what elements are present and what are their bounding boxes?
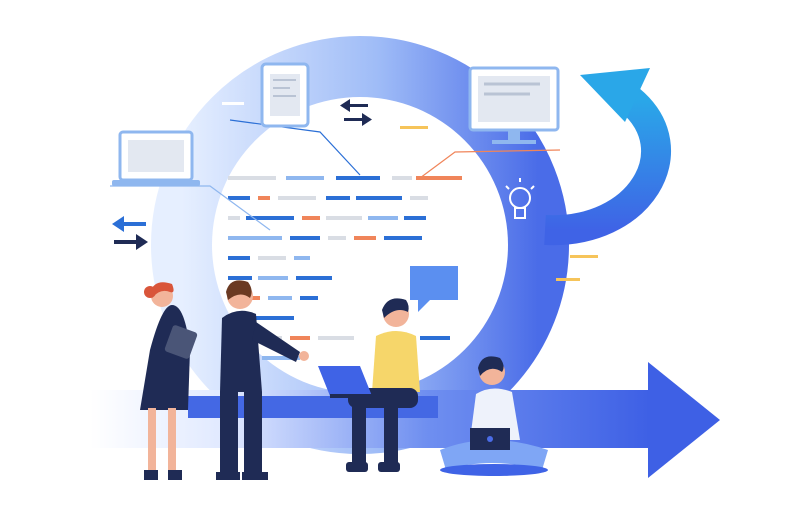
cycle-arrow-icon [544,68,672,246]
code-line-segment [258,276,288,280]
code-line-segment [328,236,346,240]
man-with-laptop-sitting [318,298,420,472]
code-line-segment [286,176,324,180]
swap-arrows-icon-left [112,216,148,250]
man-sitting-cross-legged [440,356,548,476]
code-line-segment [294,256,310,260]
code-line-segment [258,256,286,260]
code-line-segment [228,236,282,240]
code-line-segment [354,236,376,240]
code-line-segment [416,176,462,180]
code-line-segment [410,196,428,200]
code-line-segment [228,196,250,200]
laptop-icon [112,130,200,186]
man-pointing [216,280,309,480]
code-line-segment [290,236,320,240]
lightbulb-icon [505,178,535,219]
code-line-segment [228,176,276,180]
code-line-segment [356,196,402,200]
code-line-segment [268,296,292,300]
code-line-segment [290,336,310,340]
code-line-segment [420,336,450,340]
code-line-segment [258,196,270,200]
woman-with-tablet [140,282,198,480]
code-line-segment [326,216,362,220]
code-line-segment [302,216,320,220]
tablet-icon [260,62,310,128]
decor-dashes [222,102,598,281]
code-line-segment [246,216,294,220]
code-line-segment [300,296,318,300]
speech-bubble-icon [410,266,458,312]
code-line-segment [392,176,412,180]
code-line-segment [256,316,294,320]
code-line-segment [384,236,422,240]
code-line-segment [318,336,354,340]
code-line-segment [296,276,332,280]
code-line-segment [368,216,398,220]
code-line-segment [228,256,250,260]
code-line-segment [404,216,426,220]
code-line-segment [262,356,300,360]
code-line-segment [326,196,350,200]
monitor-icon [468,66,560,144]
swap-arrows-icon [340,99,372,126]
code-line-segment [228,276,252,280]
code-line-segment [278,196,316,200]
code-line-segment [228,216,240,220]
code-line-segment [336,176,380,180]
